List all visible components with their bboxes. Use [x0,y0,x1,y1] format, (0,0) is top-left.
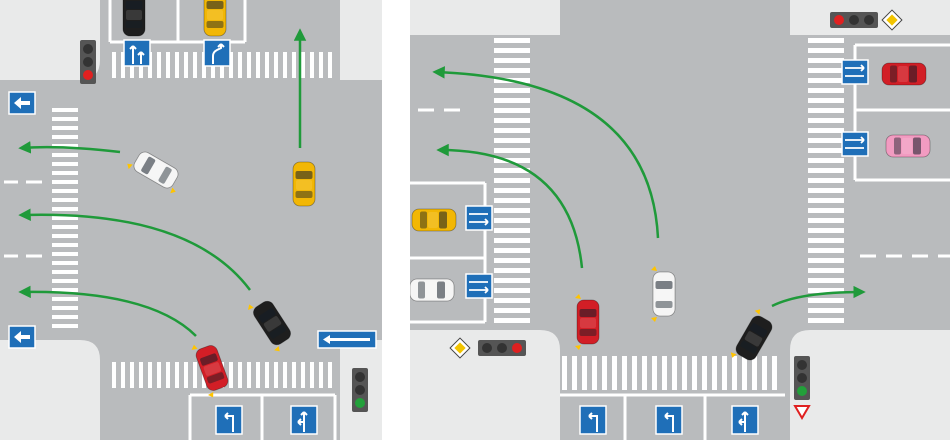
lane-sign-bottom-1 [579,405,607,435]
lane-straight-left-icon [297,411,308,432]
car-parked-yellow [411,208,457,232]
traffic-light-bottom-right [793,356,811,420]
main-road-sign-icon [881,9,903,31]
traffic-light-bottom-right [352,368,368,412]
arrow-left-icon [14,97,30,109]
route-arrows-right [432,66,866,308]
lane-straight-right-icon [129,45,145,64]
lane-left-turn-icon [224,412,234,432]
lane-sign-left-1 [465,205,493,231]
lane-bend-icon [212,43,225,64]
one-way-sign-long [317,330,377,349]
yield-sign-icon [793,405,811,420]
route-arrows-left [18,28,307,337]
main-road-sign-icon [449,337,471,359]
lane-straight-right-icon [845,64,865,77]
route-arrow-black-car [771,285,866,308]
lane-straight-right-icon [469,213,489,226]
traffic-light-top [830,9,903,31]
right-intersection-diagram [410,0,950,440]
lane-straight-right-icon [845,136,865,149]
lane-sign-top-2 [203,39,231,67]
green-lamp [355,398,365,408]
lane-left-turn-icon [588,412,598,432]
route-arrow-white-car [18,141,121,154]
car-parked-yellow [203,0,227,37]
traffic-light-bottom-left [449,337,526,359]
car-yellow [292,161,316,207]
crosswalk-bottom [562,356,777,390]
left-intersection-panel [0,0,382,440]
route-arrow-white-car [432,66,660,239]
lane-sign-bottom-1 [215,405,243,435]
route-arrow-black-car [18,208,251,291]
route-arrow-red-car [436,143,584,269]
arrow-left-icon [323,335,370,344]
parking-bays-bottom [560,393,785,440]
car-parked-pink [885,134,931,158]
lane-straight-right-icon [469,281,489,294]
lane-left-turn-icon [664,412,674,432]
lane-sign-bottom-2 [655,405,683,435]
lane-sign-bottom-3 [731,405,759,435]
one-way-sign-upper [8,91,36,115]
traffic-light-top-left [80,40,96,84]
lane-markings-left [4,180,42,258]
arrow-left-icon [14,331,30,343]
red-lamp [83,70,93,80]
car-white [651,266,676,322]
lane-straight-left-icon [738,411,749,432]
lane-sign-right-1 [841,59,869,85]
parking-bays-bottom [188,393,337,440]
car-parked-black [122,0,146,37]
crosswalk-left [494,38,530,323]
green-lamp [797,386,807,396]
red-lamp [834,15,844,25]
car-parked-red [881,62,927,86]
red-lamp [512,343,522,353]
car-red [575,294,600,350]
car-parked-white [410,278,455,302]
route-arrow-red-car [18,285,197,337]
crosswalk-left [52,108,78,328]
lane-markings [418,108,950,258]
left-intersection-diagram [0,0,382,440]
one-way-sign-lower [8,325,36,349]
lane-sign-right-2 [841,131,869,157]
lane-sign-bottom-2 [290,405,318,435]
right-intersection-panel [410,0,950,440]
lane-sign-top-1 [123,39,151,67]
crosswalk-right [808,38,844,323]
lane-sign-left-2 [465,273,493,299]
